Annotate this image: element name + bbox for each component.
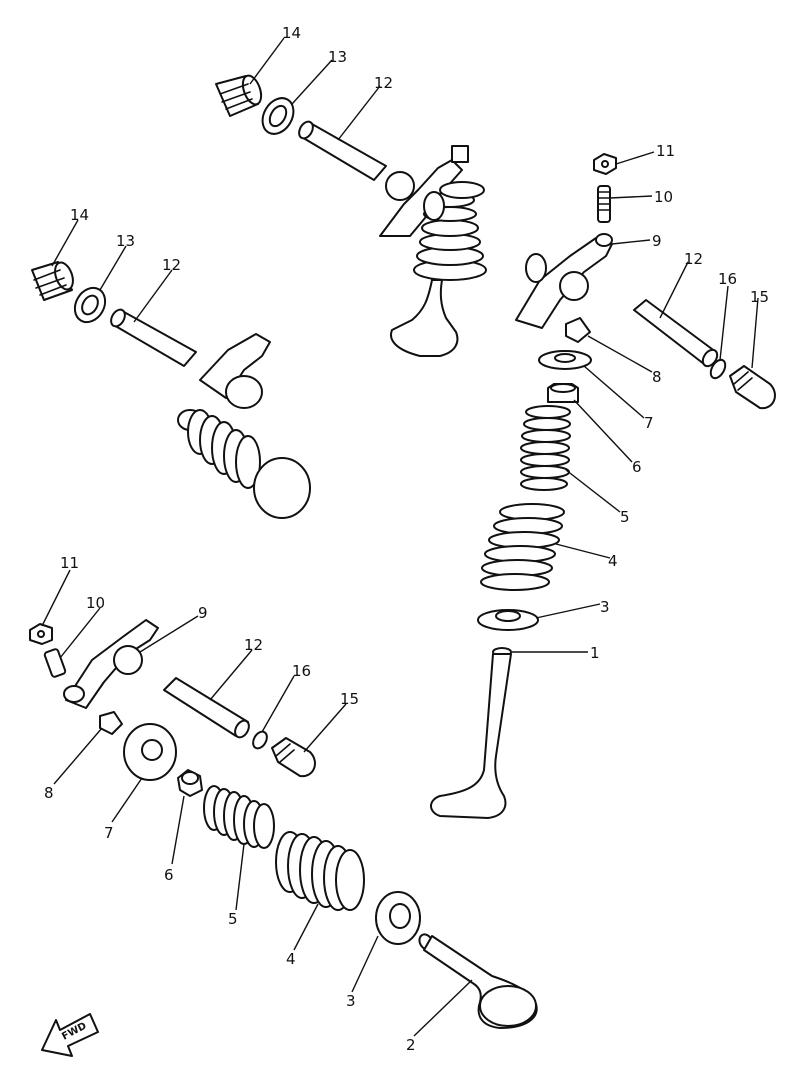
bottom-retainer-7 xyxy=(123,723,177,781)
callout-3-right: 3 xyxy=(600,598,610,616)
right-retainer-7 xyxy=(538,350,592,370)
callout-14-top: 14 xyxy=(282,24,301,42)
right-pad-8 xyxy=(565,317,591,343)
callout-9-bottom: 9 xyxy=(198,604,208,622)
right-oring-16 xyxy=(709,358,727,380)
callout-6-right: 6 xyxy=(632,458,642,476)
callout-3-bottom: 3 xyxy=(346,992,356,1010)
callout-12-left: 12 xyxy=(162,256,181,274)
callout-11-right: 11 xyxy=(656,142,675,160)
callout-8-bottom: 8 xyxy=(44,784,54,802)
right-seal-6 xyxy=(547,383,579,403)
leader-lines xyxy=(41,37,759,1037)
bottom-shaft-12 xyxy=(163,677,250,739)
bottom-plug-15 xyxy=(271,737,316,778)
callout-4-bottom: 4 xyxy=(286,950,296,968)
callout-6-bottom: 6 xyxy=(164,866,174,884)
bottom-seal-6 xyxy=(177,769,203,797)
right-valve-1 xyxy=(430,647,512,819)
callout-15-right: 15 xyxy=(750,288,769,306)
bottom-pad-8 xyxy=(99,711,123,735)
callout-10-bottom: 10 xyxy=(86,594,105,612)
right-shaft-12 xyxy=(633,299,719,368)
left-washer-13 xyxy=(73,286,107,324)
callout-11-bottom: 11 xyxy=(60,554,79,572)
callout-13-top: 13 xyxy=(328,48,347,66)
callout-12-bottom: 12 xyxy=(244,636,263,654)
callout-15-bottom: 15 xyxy=(340,690,359,708)
callout-7-bottom: 7 xyxy=(104,824,114,842)
callout-4-right: 4 xyxy=(608,552,618,570)
callout-10-right: 10 xyxy=(654,188,673,206)
callout-8-right: 8 xyxy=(652,368,662,386)
callout-2-bottom: 2 xyxy=(406,1036,416,1054)
left-shaft-12 xyxy=(110,308,197,367)
top-plug-14 xyxy=(215,74,263,117)
top-washer-13 xyxy=(261,97,295,135)
forward-arrow-icon: FWD xyxy=(41,1013,99,1057)
top-shaft-12 xyxy=(298,120,387,181)
bottom-seat-3 xyxy=(375,891,421,945)
right-outer-spring-4 xyxy=(480,503,565,591)
callout-16-right: 16 xyxy=(718,270,737,288)
bottom-outer-spring-4 xyxy=(275,831,365,911)
left-rocker-spring-valve xyxy=(177,333,311,519)
callout-14-left: 14 xyxy=(70,206,89,224)
top-rocker-spring-valve xyxy=(379,145,487,357)
right-inner-spring-5 xyxy=(520,405,571,491)
right-seat-3 xyxy=(477,609,539,631)
bottom-inner-spring-5 xyxy=(203,785,275,849)
left-plug-14 xyxy=(31,261,74,301)
bottom-valve-2 xyxy=(418,933,538,1029)
bottom-oring-16 xyxy=(252,730,268,750)
callout-13-left: 13 xyxy=(116,232,135,250)
bottom-nut-11 xyxy=(29,623,53,645)
bottom-adjuster-10 xyxy=(43,648,67,678)
callout-12-right: 12 xyxy=(684,250,703,268)
right-adjuster-10 xyxy=(597,185,611,223)
callout-7-right: 7 xyxy=(644,414,654,432)
callout-12-top: 12 xyxy=(374,74,393,92)
callout-9-right: 9 xyxy=(652,232,662,250)
callout-16-bottom: 16 xyxy=(292,662,311,680)
right-plug-15 xyxy=(729,365,776,410)
bottom-rocker-arm-9 xyxy=(63,619,159,709)
right-rocker-arm-9 xyxy=(515,233,613,329)
right-nut-11 xyxy=(593,153,617,175)
callout-5-right: 5 xyxy=(620,508,630,526)
callout-5-bottom: 5 xyxy=(228,910,238,928)
callout-1-right: 1 xyxy=(590,644,600,662)
